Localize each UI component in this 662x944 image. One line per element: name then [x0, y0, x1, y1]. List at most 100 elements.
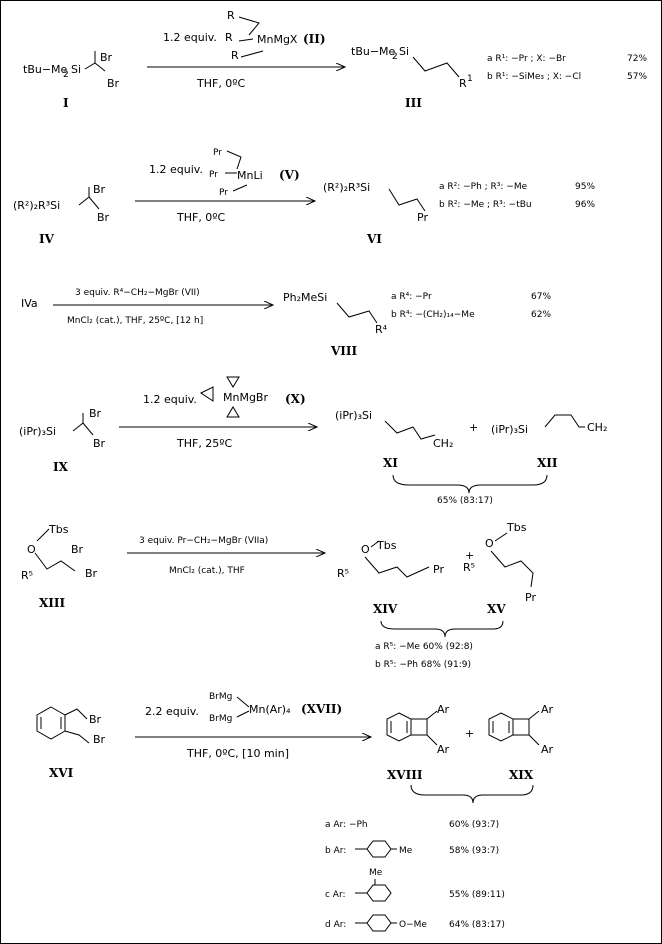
- label-XII: XII: [537, 456, 558, 470]
- sm-I-br1: Br: [100, 51, 113, 64]
- label-III: III: [405, 96, 422, 110]
- reagent-XVII-brmg1: BrMg: [209, 692, 232, 702]
- sm-IVa: IVa: [21, 297, 38, 310]
- prod-VI-bonds: [388, 188, 426, 212]
- prod-XV-bonds: [490, 532, 534, 588]
- p-methoxyphenyl-icon: [355, 914, 397, 932]
- prod-XIV-bonds: [364, 540, 430, 578]
- res-3a: a R⁴: −Pr: [391, 292, 432, 302]
- reagent-X-mn: MnMgBr: [223, 391, 268, 404]
- res-6d: d Ar:: [325, 920, 346, 930]
- sm-IV-text: (R²)₂R³Si: [13, 199, 60, 212]
- prod-III-r: R: [459, 77, 467, 90]
- label-XVII: (XVII): [301, 702, 342, 716]
- label-I: I: [63, 96, 69, 110]
- res-2a-yield: 95%: [575, 182, 595, 192]
- res-5a: a R⁵: −Me 60% (92:8): [375, 642, 473, 652]
- prod-XIV-o: O: [361, 543, 370, 556]
- res-6d-sub: O−Me: [399, 920, 427, 930]
- label-VI: VI: [366, 232, 382, 246]
- reagent-XVII-brmg2: BrMg: [209, 714, 232, 724]
- prod-XV-tbs: Tbs: [506, 521, 527, 534]
- res-5b: b R⁵: −Ph 68% (91:9): [375, 660, 471, 670]
- label-IV: IV: [39, 232, 55, 246]
- reagent-VIIa: 3 equiv. Pr−CH₂−MgBr (VIIa): [139, 536, 268, 546]
- sm-IV-br1: Br: [93, 183, 106, 196]
- res-6a-yield: 60% (93:7): [449, 820, 499, 830]
- res-1b-yield: 57%: [627, 72, 647, 82]
- label-XVIII: XVIII: [387, 768, 423, 782]
- sm-XIII-bonds: [34, 528, 76, 572]
- sm-IX-br1: Br: [89, 407, 102, 420]
- sm-XIII-br1: Br: [71, 543, 84, 556]
- reaction-5: Tbs O Br Br R⁵ XIII 3 equiv. Pr−CH₂−MgBr…: [21, 521, 536, 670]
- res-2b-yield: 96%: [575, 200, 595, 210]
- res-3b: b R⁴: −(CH₂)₁₄−Me: [391, 310, 475, 320]
- label-V: (V): [279, 168, 300, 182]
- reagent-II-mgx: MnMgX: [257, 33, 298, 46]
- prod-XVIII-ar2: Ar: [437, 743, 450, 756]
- sm-IX-text: (iPr)₃Si: [19, 425, 56, 438]
- label-X: (X): [285, 392, 306, 406]
- sm-I-sub: 2: [63, 70, 69, 80]
- res-3a-yield: 67%: [531, 292, 551, 302]
- prod-XV-pr: Pr: [525, 591, 536, 604]
- reagent-V-mn: MnLi: [237, 169, 263, 182]
- prod-VI-text: (R²)₂R³Si: [323, 181, 370, 194]
- res-1a: a R¹: −Pr ; X: −Br: [487, 54, 566, 64]
- reagent-V-pr1: Pr: [213, 148, 222, 158]
- brace-6: [410, 784, 534, 804]
- prod-III-text: tBu−Me: [351, 45, 396, 58]
- label-XI: XI: [383, 456, 398, 470]
- sm-I-si: Si: [71, 63, 81, 76]
- res-6d-yield: 64% (83:17): [449, 920, 505, 930]
- label-XVI: XVI: [49, 766, 74, 780]
- prod-XVIII-ar1: Ar: [437, 703, 450, 716]
- res-6b-sub: Me: [399, 846, 413, 856]
- prod-XIV-r5: R⁵: [337, 567, 349, 580]
- prod-XVIII-ring: [386, 712, 428, 742]
- res-1a-yield: 72%: [627, 54, 647, 64]
- prod-XIX-ring: [488, 712, 530, 742]
- sm-XIII-r5: R⁵: [21, 569, 33, 582]
- sm-I-text: tBu−Me: [23, 63, 68, 76]
- sm-XVI-bonds: [64, 708, 90, 744]
- sm-XIII-o: O: [27, 543, 36, 556]
- cond-4: THF, 25ºC: [176, 437, 232, 450]
- prod-XII-text: (iPr)₃Si: [491, 423, 528, 436]
- reagent-V-pr3: Pr: [219, 188, 228, 198]
- p-tolyl-icon: [355, 840, 397, 858]
- res-6c: c Ar:: [325, 890, 346, 900]
- sm-I-bonds: [84, 51, 106, 72]
- label-XIV: XIV: [373, 602, 398, 616]
- reaction-4: (iPr)₃Si Br Br IX 1.2 equiv. MnMgBr (X) …: [19, 376, 607, 506]
- cond-2: THF, 0ºC: [176, 211, 225, 224]
- prod-VIII-text: Ph₂MeSi: [283, 291, 327, 304]
- label-XV: XV: [487, 602, 506, 616]
- cond-3: MnCl₂ (cat.), THF, 25ºC, [12 h]: [67, 316, 203, 326]
- sm-IX-bonds: [72, 413, 94, 436]
- reagent-XVII-bonds: [236, 696, 250, 718]
- sm-IV-br2: Br: [97, 211, 110, 224]
- reagent-XVII-equiv: 2.2 equiv.: [145, 705, 199, 718]
- res-6b-yield: 58% (93:7): [449, 846, 499, 856]
- reagent-XVII-mn: Mn(Ar)₄: [249, 703, 291, 716]
- reaction-2: (R²)₂R³Si Br Br IV 1.2 equiv. Pr Pr Pr M…: [13, 148, 595, 246]
- prod-XIX-bonds: [528, 710, 540, 746]
- res-1b: b R¹: −SiMe₃ ; X: −Cl: [487, 72, 581, 82]
- sm-I-br2: Br: [107, 77, 120, 90]
- prod-VIII-bonds: [336, 302, 378, 324]
- prod-XI-bonds: [384, 420, 436, 440]
- sm-XVI-br1: Br: [89, 713, 102, 726]
- res-6c-yield: 55% (89:11): [449, 890, 505, 900]
- reagent-V-equiv: 1.2 equiv.: [149, 163, 203, 176]
- res-6a: a Ar: −Ph: [325, 820, 368, 830]
- cyclopropyl-icons: [200, 376, 240, 418]
- res-6c-sub: Me: [369, 868, 383, 878]
- res-3b-yield: 62%: [531, 310, 551, 320]
- res-6b: b Ar:: [325, 846, 346, 856]
- prod-III-si: Si: [399, 45, 409, 58]
- prod-III-bonds: [412, 56, 460, 78]
